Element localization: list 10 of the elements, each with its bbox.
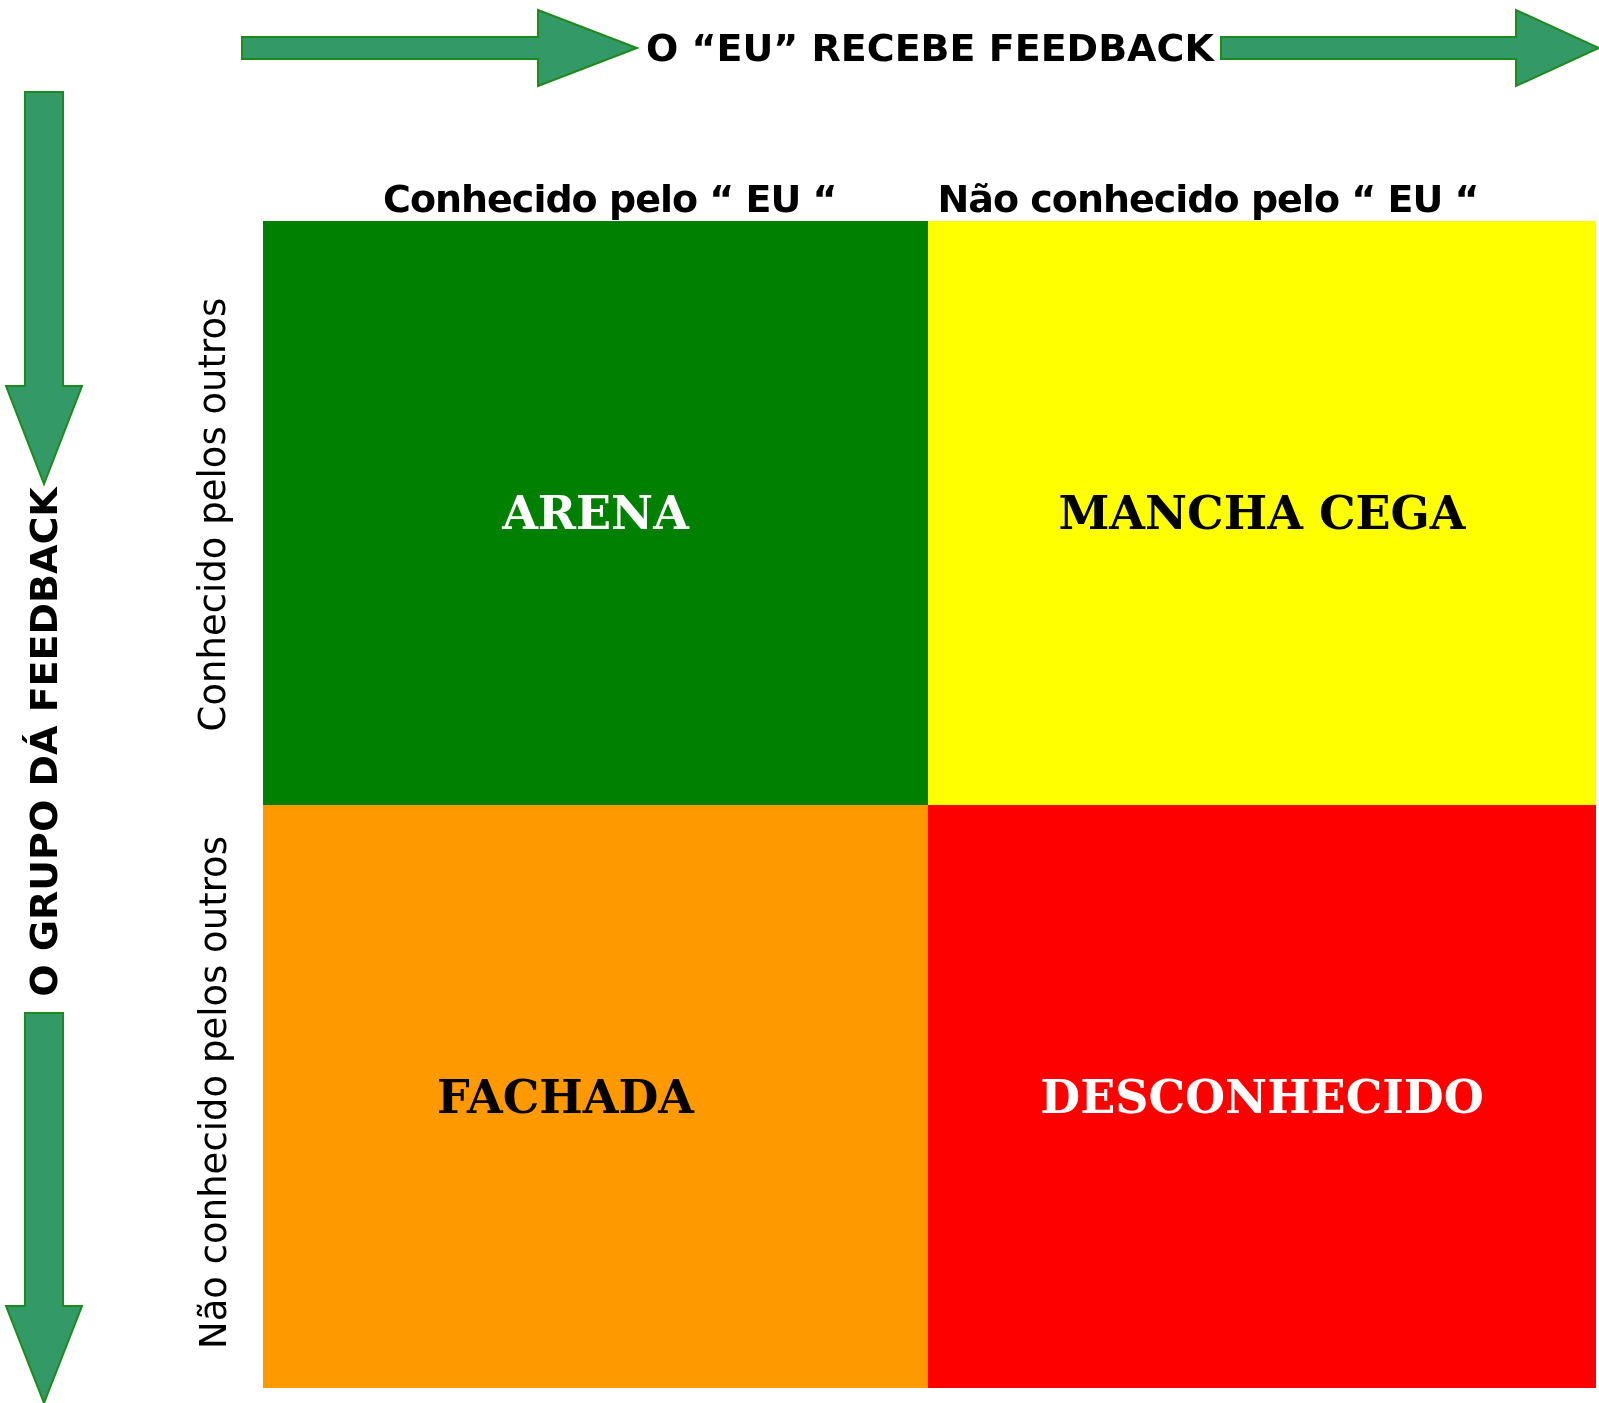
quadrant-title: FACHADA: [437, 1069, 694, 1124]
quadrant: [928, 221, 1596, 805]
column-header: Não conhecido pelo “ EU “: [937, 177, 1479, 221]
quadrant: [263, 805, 928, 1388]
quadrant-title: ARENA: [502, 486, 689, 540]
quadrant-title: DESCONHECIDO: [1040, 1069, 1484, 1124]
quadrant-title: MANCHA CEGA: [1058, 486, 1466, 540]
column-header: Conhecido pelo “ EU “: [383, 177, 837, 221]
quadrant: [263, 221, 928, 805]
quadrant: [928, 805, 1596, 1388]
